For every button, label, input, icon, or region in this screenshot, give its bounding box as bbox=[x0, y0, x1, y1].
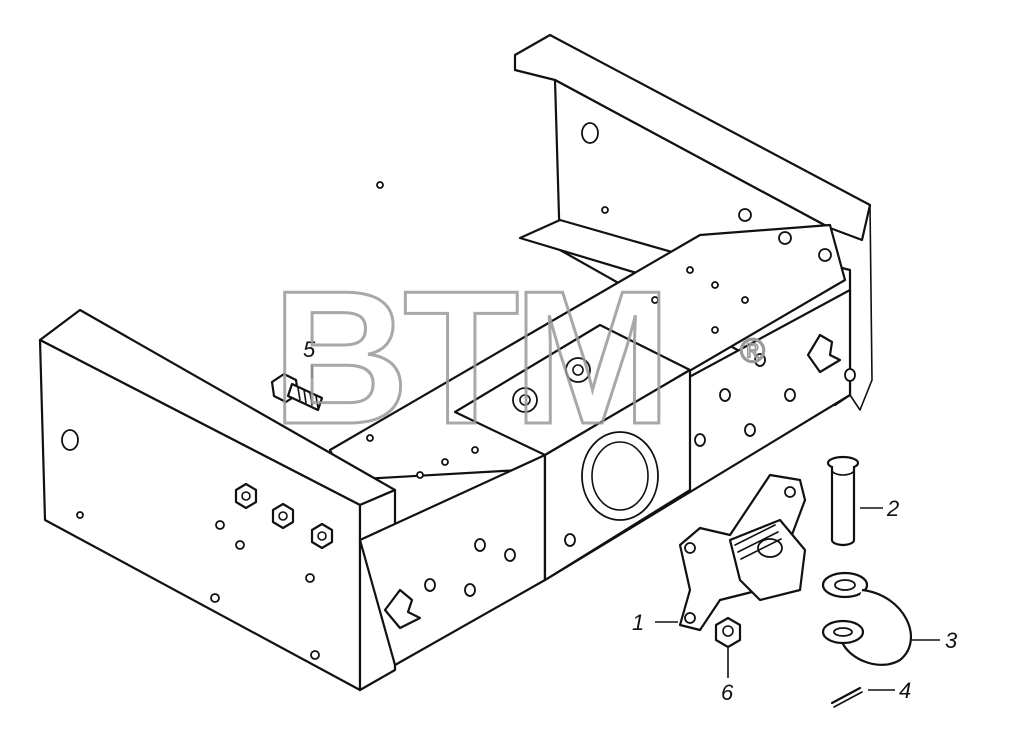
bolt-part-5 bbox=[270, 372, 324, 412]
callout-6: 6 bbox=[721, 680, 734, 705]
leader-lines bbox=[311, 365, 940, 691]
rail-nuts bbox=[234, 482, 334, 550]
tow-bracket-right bbox=[806, 333, 842, 374]
callout-3: 3 bbox=[945, 628, 958, 653]
callout-2: 2 bbox=[886, 496, 899, 521]
shackle-part-3 bbox=[821, 571, 912, 666]
nut-part-6 bbox=[714, 616, 742, 649]
callout-1: 1 bbox=[632, 610, 644, 635]
callouts: 5 1 2 3 4 6 bbox=[303, 337, 958, 705]
callout-5: 5 bbox=[303, 337, 316, 362]
pin-part-2 bbox=[826, 455, 860, 547]
rail-holes bbox=[61, 122, 856, 660]
hitch-flange-part-1 bbox=[678, 473, 807, 632]
watermark: BTM ® bbox=[271, 251, 766, 466]
watermark-text: BTM bbox=[272, 252, 666, 464]
watermark-registered-mark: ® bbox=[740, 332, 765, 370]
callout-4: 4 bbox=[899, 678, 911, 703]
frame-assembly bbox=[38, 33, 873, 692]
cotter-pin-part-4 bbox=[830, 686, 863, 708]
tow-bracket-left bbox=[383, 588, 422, 630]
